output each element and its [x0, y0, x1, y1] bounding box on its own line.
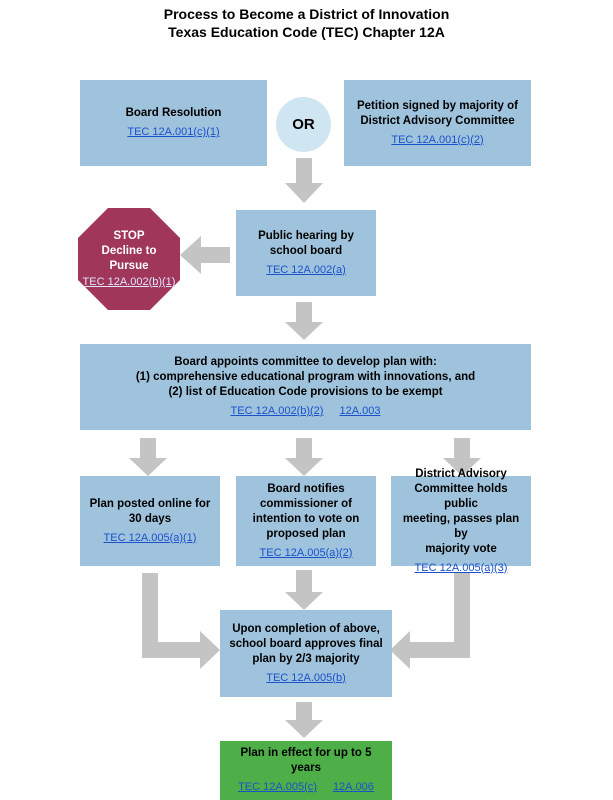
stop-line3: Pursue — [109, 259, 149, 272]
posted-online-line1: Plan posted online for — [89, 497, 211, 510]
board-resolution-label: Board Resolution — [125, 107, 222, 119]
advisory-meeting-link[interactable]: TEC 12A.005(a)(3) — [414, 561, 508, 574]
stop-link[interactable]: TEC 12A.002(b)(1) — [82, 275, 176, 288]
stop-line1: STOP — [113, 229, 145, 242]
stop-sign: STOP Decline to Pursue TEC 12A.002(b)(1) — [77, 207, 181, 311]
arrow-to-advisory-meeting — [443, 438, 481, 476]
notifies-link[interactable]: TEC 12A.005(a)(2) — [259, 546, 353, 559]
public-hearing-box: Public hearing by school board TEC 12A.0… — [236, 210, 376, 296]
notifies-line3: intention to vote on — [252, 512, 360, 525]
notifies-line2: commissioner of — [259, 497, 353, 510]
arrow-to-in-effect — [285, 702, 323, 738]
diagram-title-line1: Process to Become a District of Innovati… — [163, 6, 450, 22]
posted-online-box: Plan posted online for 30 days TEC 12A.0… — [80, 476, 220, 566]
arrow-advisory-to-approval — [390, 573, 470, 669]
advisory-meeting-line4: majority vote — [425, 542, 497, 555]
diagram-title-line2: Texas Education Code (TEC) Chapter 12A — [168, 24, 445, 40]
notifies-line1: Board notifies — [267, 482, 345, 495]
committee-link-2[interactable]: 12A.003 — [339, 405, 381, 417]
notifies-line4: proposed plan — [266, 527, 346, 540]
posted-online-line2: 30 days — [128, 512, 172, 525]
advisory-meeting-line1: District Advisory — [415, 467, 507, 480]
advisory-meeting-line2: Committee holds public — [414, 482, 508, 510]
advisory-meeting-line3: meeting, passes plan by — [402, 512, 520, 540]
approval-line3: plan by 2/3 majority — [252, 652, 360, 665]
committee-box: Board appoints committee to develop plan… — [80, 344, 531, 430]
petition-label-line2: District Advisory Committee — [360, 114, 515, 127]
board-resolution-link[interactable]: TEC 12A.001(c)(1) — [127, 126, 220, 138]
arrow-to-posted-online — [129, 438, 167, 476]
petition-box: Petition signed by majority of District … — [344, 80, 531, 166]
arrow-to-notifies — [285, 438, 323, 476]
public-hearing-line1: Public hearing by — [258, 229, 354, 242]
approval-line1: Upon completion of above, — [232, 622, 380, 635]
committee-link-1[interactable]: TEC 12A.002(b)(2) — [230, 405, 324, 417]
stop-octagon-icon — [78, 208, 180, 310]
committee-line3: (2) list of Education Code provisions to… — [168, 386, 443, 398]
plan-in-effect-box: Plan in effect for up to 5 years TEC 12A… — [220, 741, 392, 800]
approval-line2: school board approves final — [229, 637, 383, 650]
petition-label-line1: Petition signed by majority of — [356, 99, 519, 112]
stop-line2: Decline to — [101, 244, 157, 257]
arrow-to-public-hearing — [285, 158, 323, 203]
arrow-to-committee — [285, 302, 323, 340]
arrow-posted-to-approval — [142, 573, 220, 669]
posted-online-link[interactable]: TEC 12A.005(a)(1) — [103, 531, 197, 544]
plan-in-effect-label: Plan in effect for up to 5 years — [240, 747, 372, 774]
public-hearing-line2: school board — [269, 244, 343, 257]
committee-line1: Board appoints committee to develop plan… — [174, 356, 437, 368]
advisory-meeting-box: District Advisory Committee holds public… — [391, 468, 531, 574]
plan-in-effect-link-1[interactable]: TEC 12A.005(c) — [238, 781, 317, 793]
arrow-to-stop — [180, 236, 230, 274]
approval-link[interactable]: TEC 12A.005(b) — [266, 671, 346, 684]
petition-link[interactable]: TEC 12A.001(c)(2) — [391, 133, 484, 146]
plan-in-effect-link-2[interactable]: 12A.006 — [332, 781, 374, 793]
approval-box: Upon completion of above, school board a… — [220, 610, 392, 697]
or-circle: OR — [276, 97, 331, 152]
notifies-box: Board notifies commissioner of intention… — [236, 476, 376, 566]
board-resolution-box: Board Resolution TEC 12A.001(c)(1) — [80, 80, 267, 166]
committee-line2: (1) comprehensive educational program wi… — [135, 371, 476, 383]
public-hearing-link[interactable]: TEC 12A.002(a) — [266, 263, 346, 276]
arrow-notifies-to-approval — [285, 570, 323, 610]
